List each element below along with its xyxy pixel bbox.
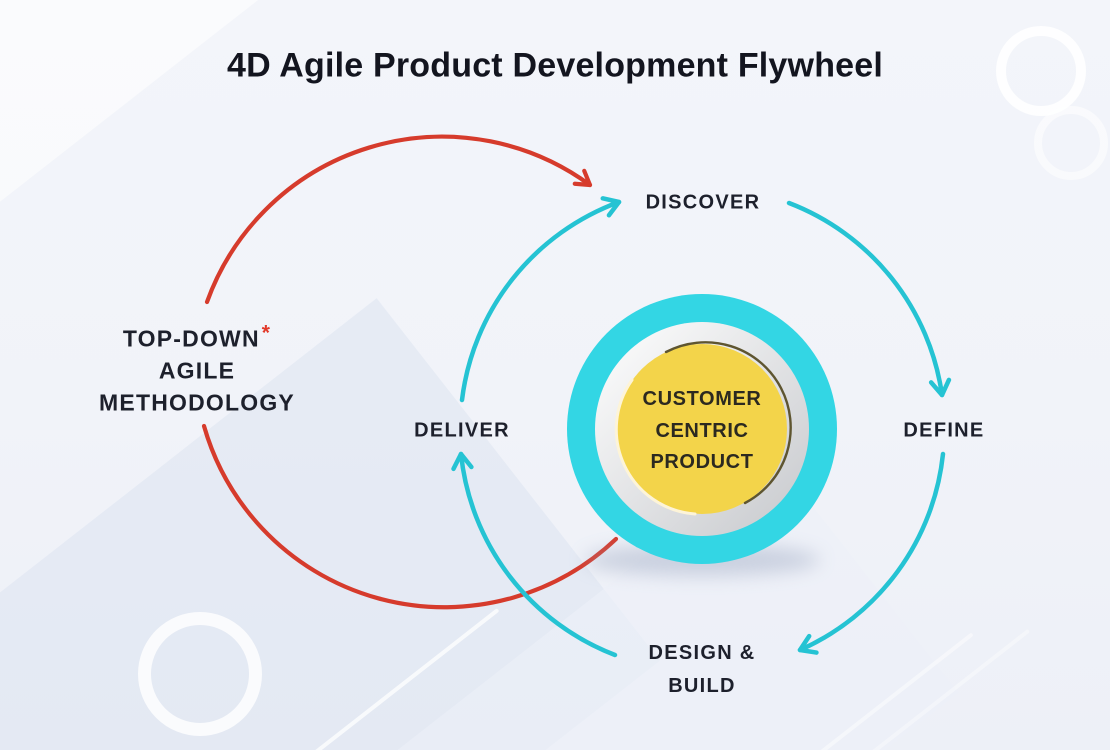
annotation-line3: METHODOLOGY: [99, 389, 295, 416]
arrow-discover-to-define: [786, 200, 952, 398]
annotation-line1: TOP-DOWN*: [99, 318, 295, 355]
stage-deliver: DELIVER: [414, 419, 510, 442]
stage-design-build: DESIGN & BUILD: [648, 637, 755, 703]
stage-design-build-line2: BUILD: [668, 675, 736, 697]
hub-label-line1: CUSTOMER: [642, 387, 762, 410]
hub-label-line3: PRODUCT: [650, 450, 754, 473]
stage-discover: DISCOVER: [645, 191, 761, 214]
red-curve-hub-to-annotation: [201, 423, 619, 610]
hub-label-line2: CENTRIC: [655, 419, 749, 442]
page-title: 4D Agile Product Development Flywheel: [226, 46, 884, 85]
annotation-top-down-text: TOP-DOWN: [122, 325, 260, 352]
annotation-line2: AGILE: [158, 357, 236, 384]
asterisk-icon: *: [261, 321, 272, 345]
hub-label: CUSTOMER CENTRIC PRODUCT: [643, 384, 762, 479]
top-down-annotation: TOP-DOWN* AGILE METHODOLOGY: [99, 318, 295, 419]
stage-define: DEFINE: [903, 419, 985, 442]
stage-design-build-line1: DESIGN &: [648, 642, 756, 664]
red-arrow-to-discover: [204, 134, 593, 305]
